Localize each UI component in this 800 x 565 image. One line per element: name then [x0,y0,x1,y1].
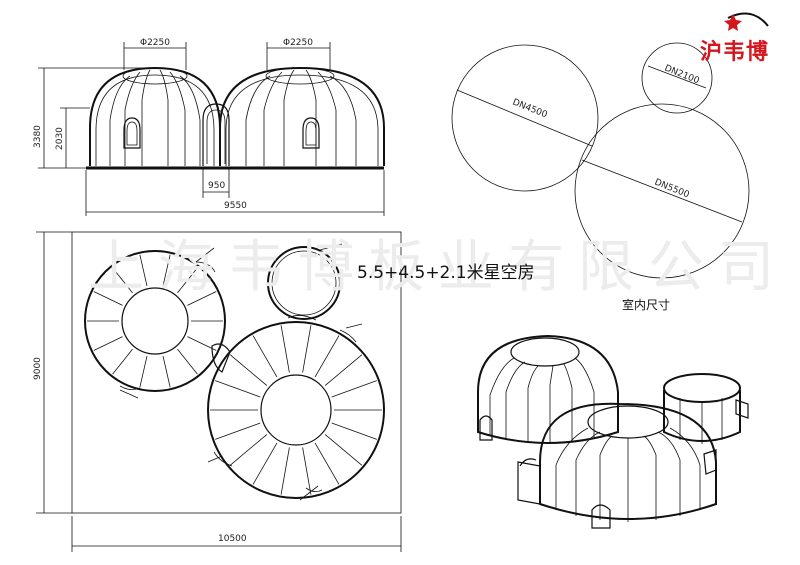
plan-dome-large [207,321,385,499]
plan-rib [229,434,268,466]
plan-room-small [267,246,341,320]
dim-total-width: 9550 [224,201,247,211]
label-dn4500: DN4500 [511,98,549,121]
dim-plan-width: 10500 [218,534,247,544]
dim-wall-height: 2030 [55,127,65,150]
plan-rib [280,325,290,373]
persp-window [591,504,611,529]
dim-connector-width: 950 [208,181,225,191]
plan-rib [229,354,268,386]
plan-rib [162,356,171,388]
persp-dome-medium [477,334,619,444]
interior-size-label: 室内尺寸 [622,298,671,312]
left-window [123,117,141,149]
plan-connector [211,343,231,373]
right-dome-ribs [245,67,357,166]
interior-circle-dn2100 [641,42,713,114]
dim-total-height: 3380 [33,125,43,148]
brand-logo-text: 沪韦博 [700,40,770,65]
plan-rib [314,335,340,378]
plan-rib [280,447,290,495]
plan-boundary [71,231,402,514]
label-dn2100: DN2100 [663,64,701,87]
left-dome-ribs [109,67,201,166]
plan-rib [177,267,198,294]
plan-dome-medium [84,250,226,392]
plan-dome-medium-top [121,287,189,355]
plan-view: 9000 10500 [33,231,402,552]
right-window [302,117,320,149]
drawing-title: 5.5+4.5+2.1米星空房 [357,263,535,283]
plan-rib [112,267,133,294]
plan-rib [139,254,148,286]
plan-rib [331,380,377,398]
dim-plan-height: 9000 [33,357,43,380]
plan-window-arc [194,261,216,273]
plan-rib [302,325,312,373]
plan-rib [187,291,217,306]
plan-rib [93,291,123,306]
plan-rib [252,335,278,378]
perspective-view [477,334,749,529]
dim-dome-top-left: Φ2250 [140,38,170,48]
plan-rib [331,422,377,440]
plan-rib [302,447,312,495]
interior-circle-dn5500 [574,103,750,279]
plan-rib [112,348,133,375]
plan-rib [215,422,261,440]
plan-rib [324,434,363,466]
plan-rib [177,348,198,375]
right-dome-outline [219,66,385,166]
dim-dome-top-right: Φ2250 [283,38,313,48]
plan-rib [215,380,261,398]
plan-rib [314,442,340,485]
interior-circle-dn4500 [451,44,599,192]
plan-rib [252,442,278,485]
connector-door [202,103,230,166]
left-dome-inner [95,74,215,166]
plan-rib [139,356,148,388]
plan-rib [162,254,171,286]
label-dn5500: DN5500 [653,178,691,201]
brand-logo-mark [724,12,769,31]
plan-rib [324,354,363,386]
plan-rib [93,336,123,351]
persp-dome-large [539,402,717,520]
interior-circles: DN4500 DN2100 DN5500 [451,42,750,279]
plan-dome-large-top [260,374,332,446]
front-elevation: Φ2250 Φ2250 3380 2030 950 9550 [33,38,385,216]
left-dome-outline [89,66,221,166]
